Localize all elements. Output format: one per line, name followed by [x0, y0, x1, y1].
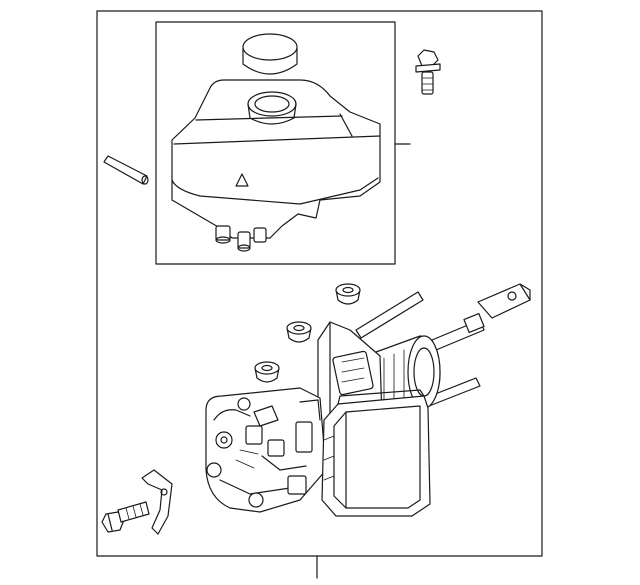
reservoir-subassembly-box [156, 22, 410, 264]
reservoir-bolt [416, 50, 440, 94]
grommet-3 [255, 362, 279, 382]
reservoir-pin [104, 156, 148, 184]
control-module [322, 390, 430, 516]
reservoir-cap [243, 34, 297, 74]
mounting-bracket [142, 470, 172, 534]
outer-frame [97, 11, 542, 578]
mounting-bolt [102, 502, 149, 532]
reservoir-tank [172, 80, 380, 251]
grommet-1 [336, 284, 360, 304]
grommet-2 [287, 322, 311, 342]
